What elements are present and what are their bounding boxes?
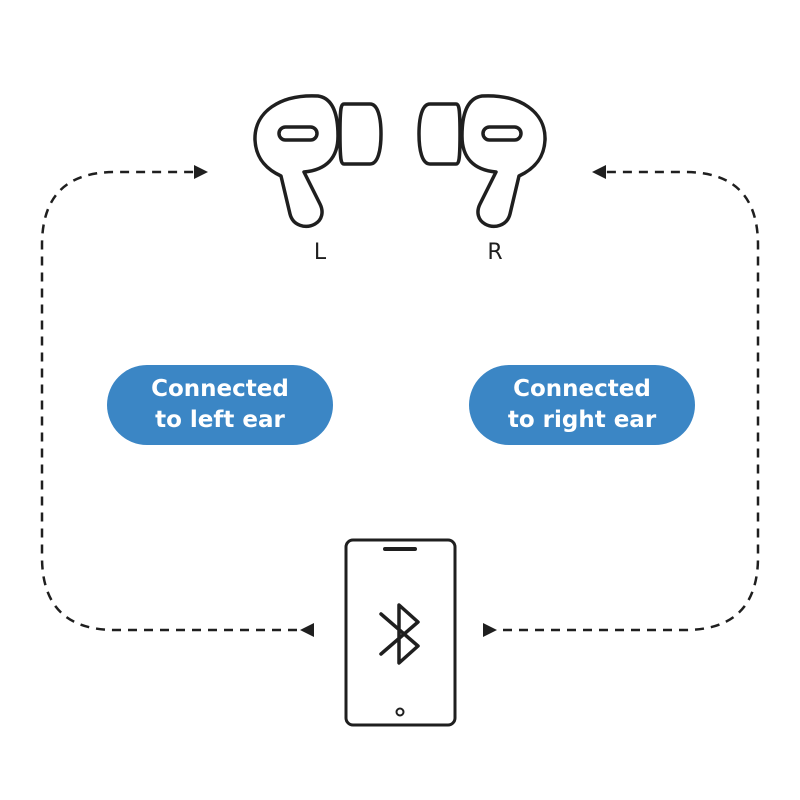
phone-home-button bbox=[395, 707, 405, 717]
left-earbud-label: L bbox=[313, 240, 327, 265]
right-connection-text-line2: to right ear bbox=[507, 407, 657, 433]
right-connection-text-line1: Connected bbox=[513, 376, 651, 402]
left-path-arrowhead-top bbox=[194, 165, 208, 179]
right-path-arrowhead-bottom bbox=[483, 623, 497, 637]
right-connection-path bbox=[503, 170, 760, 632]
left-connection-text-line1: Connected bbox=[151, 376, 289, 402]
bluetooth-icon bbox=[379, 603, 420, 665]
left-connection-path bbox=[40, 170, 297, 632]
left-connection-badge: Connected to left ear bbox=[107, 365, 333, 445]
right-earbud-label: R bbox=[487, 240, 503, 265]
right-path-arrowhead-top bbox=[592, 165, 606, 179]
left-earbud-icon bbox=[253, 94, 383, 228]
left-path-arrowhead-bottom bbox=[300, 623, 314, 637]
left-connection-text-line2: to left ear bbox=[155, 407, 285, 433]
right-earbud-icon bbox=[417, 94, 547, 228]
right-connection-badge: Connected to right ear bbox=[469, 365, 695, 445]
